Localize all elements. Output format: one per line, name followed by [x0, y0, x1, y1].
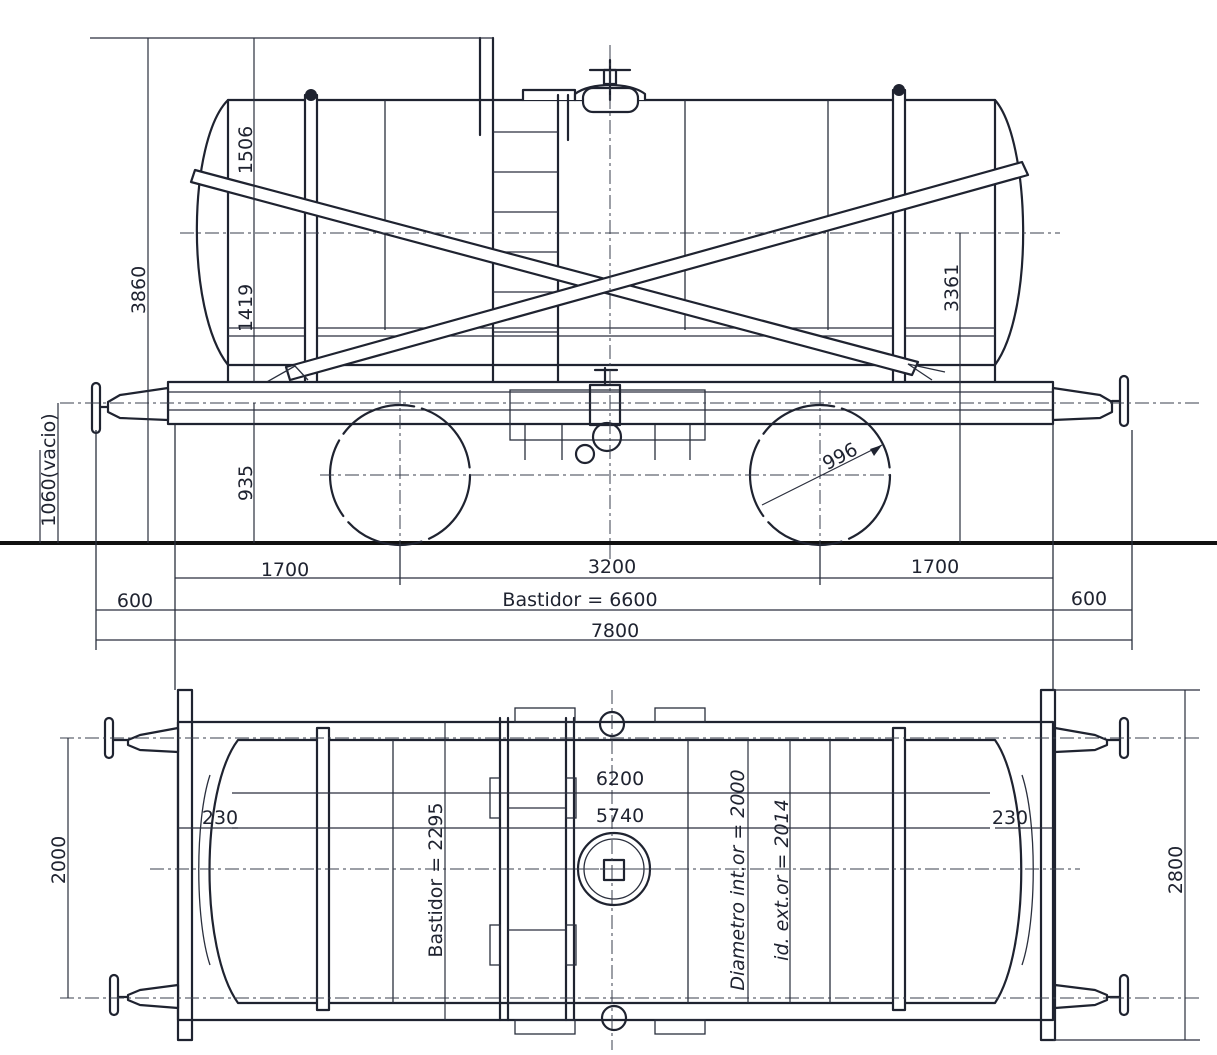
dim-2800: 2800: [1165, 846, 1187, 894]
dim-230-left: 230: [202, 807, 238, 829]
tank-body-side: [195, 84, 1025, 387]
dim-diametro-int: Diametro int.or = 2000: [727, 769, 749, 990]
cross-bracing: [189, 160, 1030, 384]
ladder-side: [90, 36, 570, 387]
dim-1700-right: 1700: [911, 556, 959, 578]
dim-bastidor-2295: Bastidor = 2295: [425, 802, 447, 957]
dim-3860: 3860: [128, 266, 150, 314]
dim-600-left: 600: [117, 590, 153, 612]
dim-1419: 1419: [235, 284, 257, 332]
dim-600-right: 600: [1071, 588, 1107, 610]
dim-6200: 6200: [596, 768, 644, 790]
dim-5740: 5740: [596, 805, 644, 827]
side-dimension-lines: [39, 38, 1133, 690]
dim-996: 996: [819, 438, 861, 474]
dim-diametro-ext: id. ext.or = 2014: [771, 799, 793, 961]
dim-7800: 7800: [591, 620, 639, 642]
dome-valve: [521, 58, 647, 114]
dim-2000: 2000: [48, 836, 70, 884]
plan-dimension-lines: [67, 689, 1200, 1041]
dim-1700-left: 1700: [261, 559, 309, 581]
buffers-plan: [103, 716, 1130, 1017]
dim-bastidor-6600: Bastidor = 6600: [502, 589, 657, 611]
dim-3200: 3200: [588, 556, 636, 578]
dim-1060-vacio: 1060(vacio): [38, 413, 60, 526]
dim-3361: 3361: [941, 264, 963, 312]
side-elevation: 1506 3860 1419 3361 1060(vacio) 935 996 …: [0, 36, 1217, 690]
dim-935: 935: [235, 465, 257, 501]
dim-230-right: 230: [992, 807, 1028, 829]
dim-1506: 1506: [235, 126, 257, 174]
plan-view: 6200 5740 230 230 Bastidor = 2295 Diamet…: [48, 688, 1200, 1050]
